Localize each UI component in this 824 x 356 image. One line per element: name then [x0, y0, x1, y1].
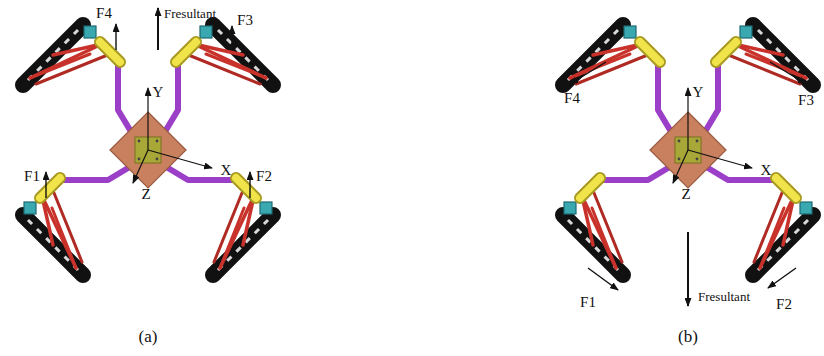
axis-label: Z: [141, 187, 150, 202]
force-label: F4: [96, 6, 112, 21]
force-label: F3: [798, 93, 814, 108]
axis-label: X: [221, 163, 232, 178]
axis-label: Y: [153, 85, 164, 100]
resultant-label: Fresultant: [698, 290, 750, 303]
axis-label: X: [761, 163, 772, 178]
force-arrow: [770, 62, 806, 84]
force-arrows-a: [46, 8, 250, 198]
panel-label: (a): [139, 328, 158, 345]
robot-panel-a: [23, 25, 273, 275]
force-arrow: [45, 172, 46, 198]
force-label: F4: [564, 91, 580, 106]
force-label: F1: [580, 295, 596, 310]
force-arrow: [768, 268, 796, 288]
resultant-arrow: [687, 232, 689, 306]
resultant-arrow: [157, 8, 159, 50]
panel-label: (b): [678, 328, 698, 345]
resultant-label: Fresultant: [164, 7, 216, 20]
force-arrow: [570, 62, 606, 84]
force-arrow: [231, 26, 232, 50]
force-arrow: [249, 172, 250, 198]
force-arrow: [588, 268, 618, 290]
force-label: F2: [256, 169, 272, 184]
axis-label: Y: [693, 85, 704, 100]
force-arrow: [115, 24, 116, 50]
force-label: F2: [776, 297, 792, 312]
force-label: F1: [24, 169, 40, 184]
axis-label: Z: [681, 187, 690, 202]
force-label: F3: [237, 13, 253, 28]
force-arrows-b: [570, 62, 806, 306]
